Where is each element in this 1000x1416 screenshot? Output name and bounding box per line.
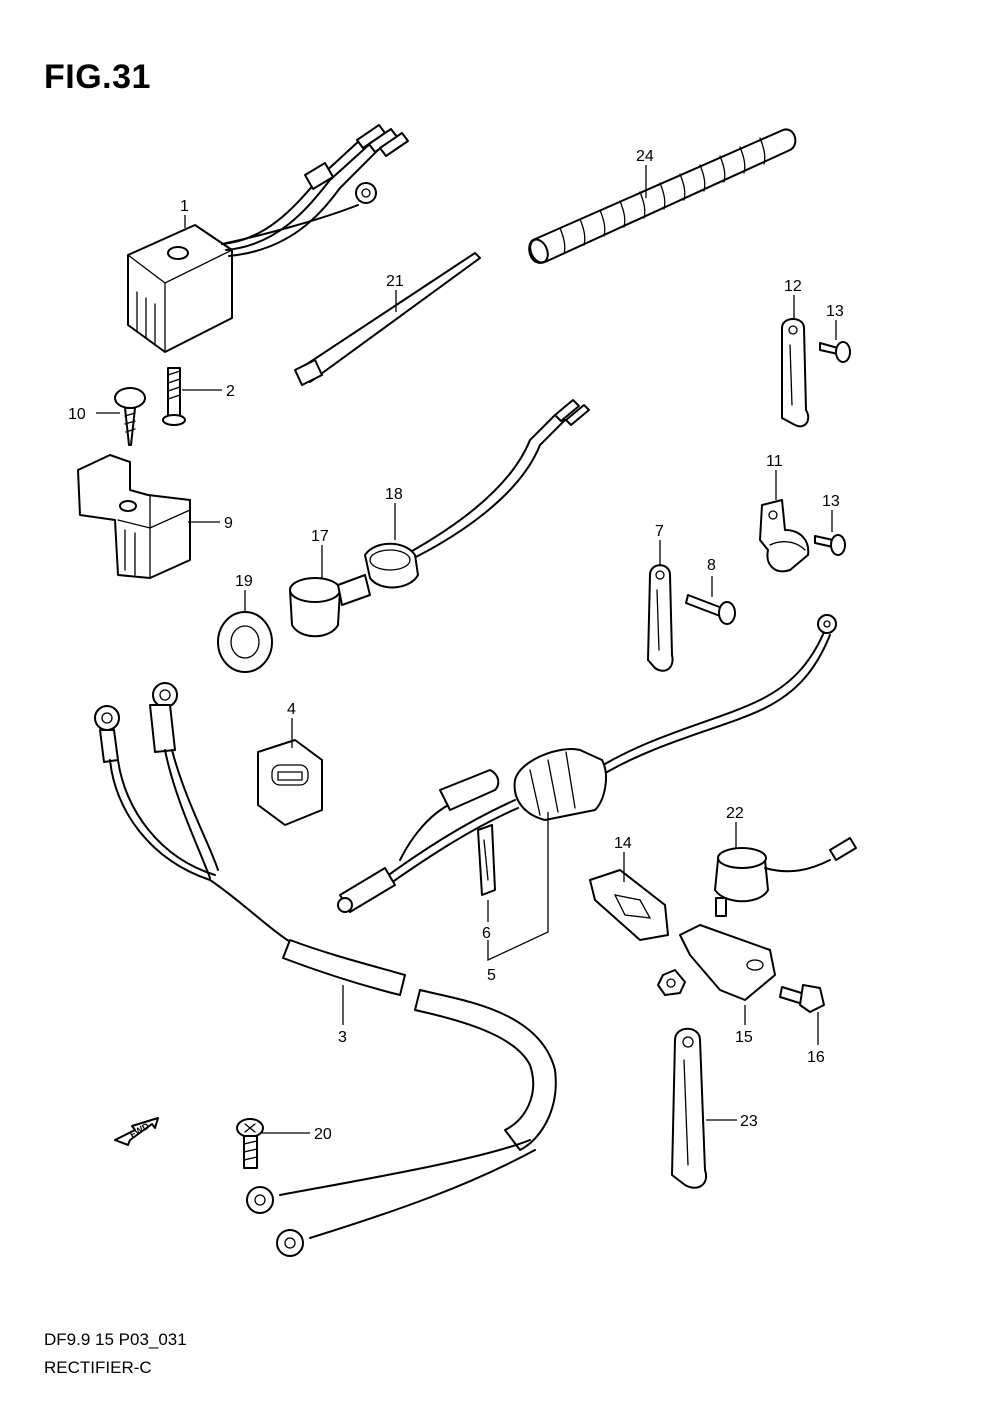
callout-24: 24	[636, 148, 654, 165]
part-9-bracket	[77, 454, 191, 579]
callout-21: 21	[386, 273, 404, 290]
part-2-bolt	[162, 367, 186, 426]
callout-18: 18	[385, 486, 403, 503]
part-24-spiral-tube	[528, 128, 797, 264]
part-6-clip	[477, 824, 496, 896]
diagram-name: RECTIFIER-C	[44, 1358, 152, 1377]
callout-20: 20	[314, 1126, 332, 1143]
callout-1: 1	[180, 198, 189, 215]
part-3-wire-harness	[94, 682, 557, 1257]
callout-6: 6	[482, 925, 491, 942]
callout-4: 4	[287, 701, 296, 718]
part-16-bolt	[779, 984, 825, 1013]
part-7-clamp	[647, 564, 674, 672]
callouts: 1 2 3 4 5 6 7 8 9 10 11 12 13 13 14 15 1…	[68, 148, 844, 1143]
callout-19: 19	[235, 573, 253, 590]
part-8-screw	[685, 594, 736, 625]
part-22-switch	[714, 837, 857, 917]
part-12-clamp	[781, 318, 810, 428]
part-19-cap	[217, 611, 273, 673]
callout-13-lower: 13	[822, 493, 840, 510]
part-21-cable-tie	[294, 252, 481, 386]
part-5-wire-assembly	[337, 614, 837, 913]
part-14-plate	[589, 869, 669, 941]
callout-7: 7	[655, 523, 664, 540]
part-11-clamp	[759, 499, 810, 573]
part-13-screw-upper	[819, 341, 851, 363]
diagram-code: DF9.9 15 P03_031	[44, 1330, 187, 1349]
part-23-clamp	[671, 1027, 708, 1189]
callout-3: 3	[338, 1029, 347, 1046]
part-17-plug	[289, 399, 590, 638]
callout-15: 15	[735, 1029, 753, 1046]
callout-8: 8	[707, 557, 716, 574]
callout-14: 14	[614, 835, 632, 852]
part-13-screw-lower	[814, 534, 846, 556]
callout-10: 10	[68, 406, 86, 423]
callout-22: 22	[726, 805, 744, 822]
callout-5: 5	[487, 967, 496, 984]
callout-11: 11	[766, 453, 783, 470]
callout-23: 23	[740, 1113, 758, 1130]
figure-title: FIG.31	[44, 58, 151, 96]
part-10-screw	[114, 387, 146, 446]
part-4-grommet	[257, 739, 323, 826]
leader-lines	[96, 165, 837, 1134]
callout-2: 2	[226, 383, 235, 400]
part-18-grommet	[364, 542, 419, 589]
callout-12: 12	[784, 278, 802, 295]
callout-9: 9	[224, 515, 233, 532]
part-20-bolt	[236, 1118, 264, 1169]
callout-13-upper: 13	[826, 303, 844, 320]
callout-16: 16	[807, 1049, 825, 1066]
part-15-bracket	[657, 924, 776, 1001]
fwd-arrow-icon: FWD	[114, 1117, 159, 1146]
callout-17: 17	[311, 528, 329, 545]
part-1-rectifier	[127, 124, 409, 353]
